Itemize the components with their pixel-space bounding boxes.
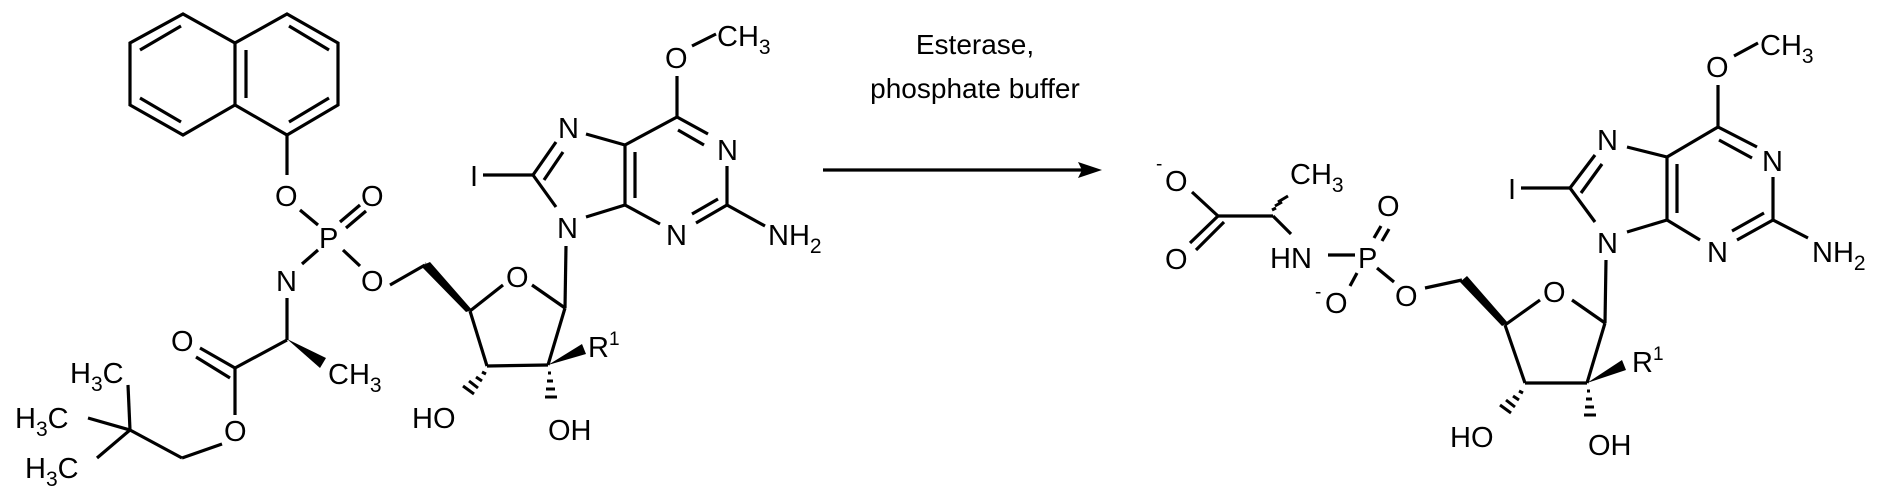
product-methyl-label: CH3 — [1290, 159, 1344, 197]
product-molecule: - O O CH3 HN P O - O O O R1 HO OH I N N … — [1156, 30, 1866, 462]
carboxylate-oxygen-label: O — [1165, 166, 1188, 198]
naphthalene-ring — [128, 12, 340, 175]
condition-reagent: Esterase, — [916, 29, 1034, 60]
reactant-atom-labels: O O P N O O O CH3 H3C H3C H3C O R1 HO OH… — [15, 21, 822, 491]
n3-label: N — [666, 220, 687, 252]
phosphoramidate — [285, 203, 426, 340]
product-3-hydroxyl-label: HO — [1450, 422, 1494, 454]
n9-label: N — [557, 213, 578, 245]
product-methoxy-methyl-label: CH3 — [1760, 30, 1814, 68]
product-phosphoryl-oxygen-label: O — [1377, 191, 1400, 223]
methoxy-oxygen-label: O — [665, 43, 688, 75]
ribose-ring — [421, 245, 586, 399]
ester-oxygen-label: O — [224, 416, 247, 448]
tbutyl-methyl-bottom-label: H3C — [25, 453, 79, 491]
product-phosphate-ester-oxygen-label: O — [1395, 281, 1418, 313]
product-amino-label: NH2 — [1812, 237, 1866, 275]
carboxyl-carbonyl-oxygen-label: O — [1165, 244, 1188, 276]
amide-nitrogen-label: N — [276, 266, 297, 298]
product-ribose-ring — [1460, 259, 1626, 417]
aryl-oxygen-label: O — [275, 181, 298, 213]
product-methoxy-oxygen-label: O — [1706, 52, 1729, 84]
ribose-ring-oxygen-label: O — [506, 262, 529, 294]
3-hydroxyl-label: HO — [412, 403, 456, 435]
product-n1-label: N — [1762, 146, 1783, 178]
phosphate-ester-oxygen-label: O — [361, 266, 384, 298]
phosphorus-label: P — [319, 223, 338, 255]
phosphoryl-oxygen-label: O — [361, 181, 384, 213]
reaction-arrow-head — [1078, 162, 1102, 178]
n7-label: N — [558, 113, 579, 145]
product-n7-label: N — [1597, 125, 1618, 157]
product-ribose-oxygen-label: O — [1543, 277, 1566, 309]
iodo-label: I — [470, 161, 478, 193]
carbonyl-oxygen-label: O — [171, 326, 194, 358]
alanine-carboxylate — [1188, 190, 1293, 252]
product-purine-base — [1521, 41, 1809, 242]
product-phosphorus-label: P — [1358, 243, 1377, 275]
carboxylate-charge: - — [1156, 154, 1162, 175]
alanine-ester — [87, 338, 326, 460]
tbutyl-methyl-top-label: H3C — [70, 358, 124, 396]
amino-label: NH2 — [768, 220, 822, 258]
product-2-hydroxyl-label: OH — [1588, 430, 1632, 462]
phosphoramidate-anion — [1328, 225, 1463, 290]
product-r1-label: R1 — [1632, 344, 1664, 379]
phosphate-charge: - — [1315, 282, 1321, 303]
r1-substituent-label: R1 — [588, 329, 620, 364]
product-iodo-label: I — [1508, 174, 1516, 206]
tbutyl-methyl-mid-label: H3C — [15, 403, 69, 441]
product-n9-label: N — [1597, 228, 1618, 260]
condition-solvent: phosphate buffer — [870, 73, 1080, 104]
reaction-arrow-group: Esterase, phosphate buffer — [823, 29, 1102, 178]
purine-base — [483, 32, 766, 228]
n1-label: N — [717, 135, 738, 167]
alanine-methyl-label: CH3 — [328, 359, 382, 397]
hn-label: HN — [1270, 243, 1312, 275]
product-n3-label: N — [1707, 237, 1728, 269]
phosphate-anion-oxygen-label: O — [1325, 288, 1348, 320]
2-hydroxyl-label: OH — [548, 415, 592, 447]
reactant-molecule: O O P N O O O CH3 H3C H3C H3C O R1 HO OH… — [15, 12, 822, 491]
methoxy-methyl-label: CH3 — [717, 21, 771, 59]
product-atom-labels: - O O CH3 HN P O - O O O R1 HO OH I N N … — [1156, 30, 1866, 462]
